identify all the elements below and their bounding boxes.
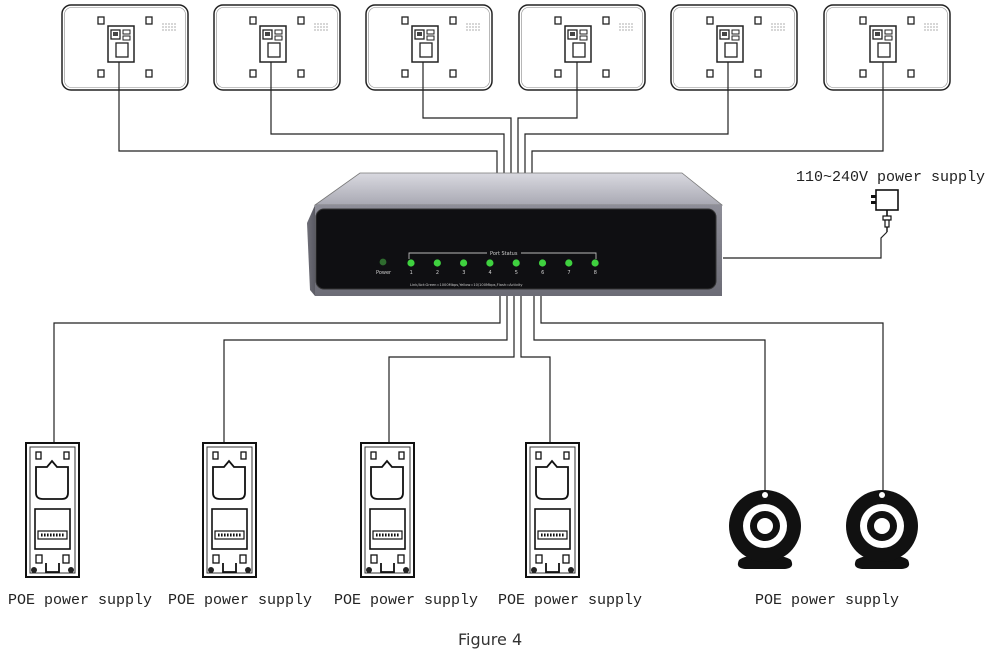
port-led-5 [512, 259, 520, 267]
port-number-6: 6 [541, 270, 544, 276]
port-leds [407, 259, 599, 267]
power-cable [723, 231, 888, 259]
monitor-cables [118, 62, 884, 176]
indoor-monitor-6 [823, 4, 951, 91]
power-supply-label: 110~240V power supply [796, 169, 985, 186]
port-number-5: 5 [515, 270, 518, 276]
port-led-2 [433, 259, 441, 267]
indoor-monitor-5 [670, 4, 798, 91]
port-led-7 [565, 259, 573, 267]
port-number-7: 7 [567, 270, 570, 276]
port-number-8: 8 [594, 270, 597, 276]
indoor-monitor-2 [213, 4, 341, 91]
indoor-monitor-4 [518, 4, 646, 91]
power-label: Power [376, 270, 392, 276]
poe-label-4: POE power supply [498, 592, 643, 609]
switch-legend-text: Link/Act:Green=1000Mbps,Yellow=10/100Mbp… [410, 283, 523, 287]
figure-caption: Figure 4 [458, 630, 523, 649]
port-numbers: 1 2 3 4 5 6 7 8 [410, 270, 597, 276]
port-led-1 [407, 259, 415, 267]
door-station-4 [525, 442, 580, 578]
port-led-6 [538, 259, 547, 267]
poe-label-3: POE power supply [334, 592, 479, 609]
door-station-2 [202, 442, 257, 578]
poe-label-2: POE power supply [168, 592, 313, 609]
ip-camera-2 [846, 490, 918, 569]
port-number-3: 3 [462, 270, 465, 276]
indoor-monitor-3 [365, 4, 493, 91]
port-number-2: 2 [436, 270, 439, 276]
indoor-monitor-1 [61, 4, 189, 91]
port-status-label: Port Status [490, 251, 518, 257]
port-led-3 [460, 259, 468, 267]
port-led-4 [486, 259, 494, 267]
door-station-3 [360, 442, 415, 578]
poe-label-5: POE power supply [755, 592, 900, 609]
poe-label-1: POE power supply [8, 592, 153, 609]
ip-camera-1 [729, 490, 801, 569]
port-led-8 [591, 259, 599, 267]
port-number-1: 1 [410, 270, 413, 276]
poe-switch: Power Port Status 1 2 3 4 5 6 7 8 Link/Act:Gree… [307, 172, 724, 296]
power-adapter [871, 189, 899, 232]
port-number-4: 4 [489, 270, 492, 276]
door-station-1 [25, 442, 80, 578]
power-led [379, 258, 387, 266]
